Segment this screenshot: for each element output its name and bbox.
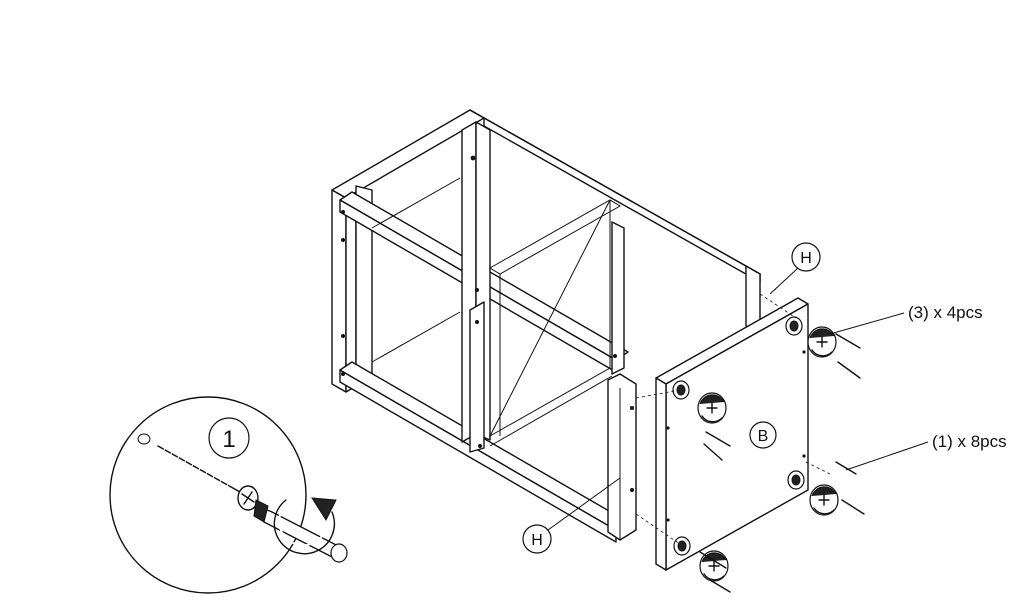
part-h-label-bottom: H [522,477,621,554]
cabinet-frame [331,109,761,543]
part-h-label-top: H [769,242,821,295]
cam-lock-callout: (3) x 4pcs [829,303,983,335]
screw-icon [699,551,731,593]
screwdriver-icon [253,497,348,563]
pilot-hole [137,433,151,445]
cam-hole [673,536,691,556]
screw-icon [157,445,259,511]
svg-text:H: H [531,532,543,549]
svg-text:(3) x 4pcs: (3) x 4pcs [908,303,983,322]
cam-lock-icon [807,326,837,358]
screw-callout: (1) x 8pcs [845,432,1007,471]
cam-lock-icon [699,550,729,582]
cam-hole [785,316,803,336]
cam-hole [787,470,805,490]
screw-detail-inset: 1 [109,396,348,594]
screw-group [699,333,865,593]
screw-icon [835,461,865,515]
screw-icon [703,431,731,461]
panel-b: B [655,297,809,571]
step-number-badge: 1 [208,417,250,459]
cam-lock-icon [809,484,839,516]
cam-lock-icon [697,392,727,424]
cam-lock-group [697,326,839,582]
svg-text:1: 1 [222,426,235,453]
svg-text:B: B [758,428,769,445]
panel-b-label: B [749,421,777,449]
assembly-guides [635,293,831,545]
screw-icon [835,333,861,379]
svg-text:(1) x 8pcs: (1) x 8pcs [932,432,1007,451]
cam-hole [672,380,690,400]
svg-text:H: H [800,250,812,267]
